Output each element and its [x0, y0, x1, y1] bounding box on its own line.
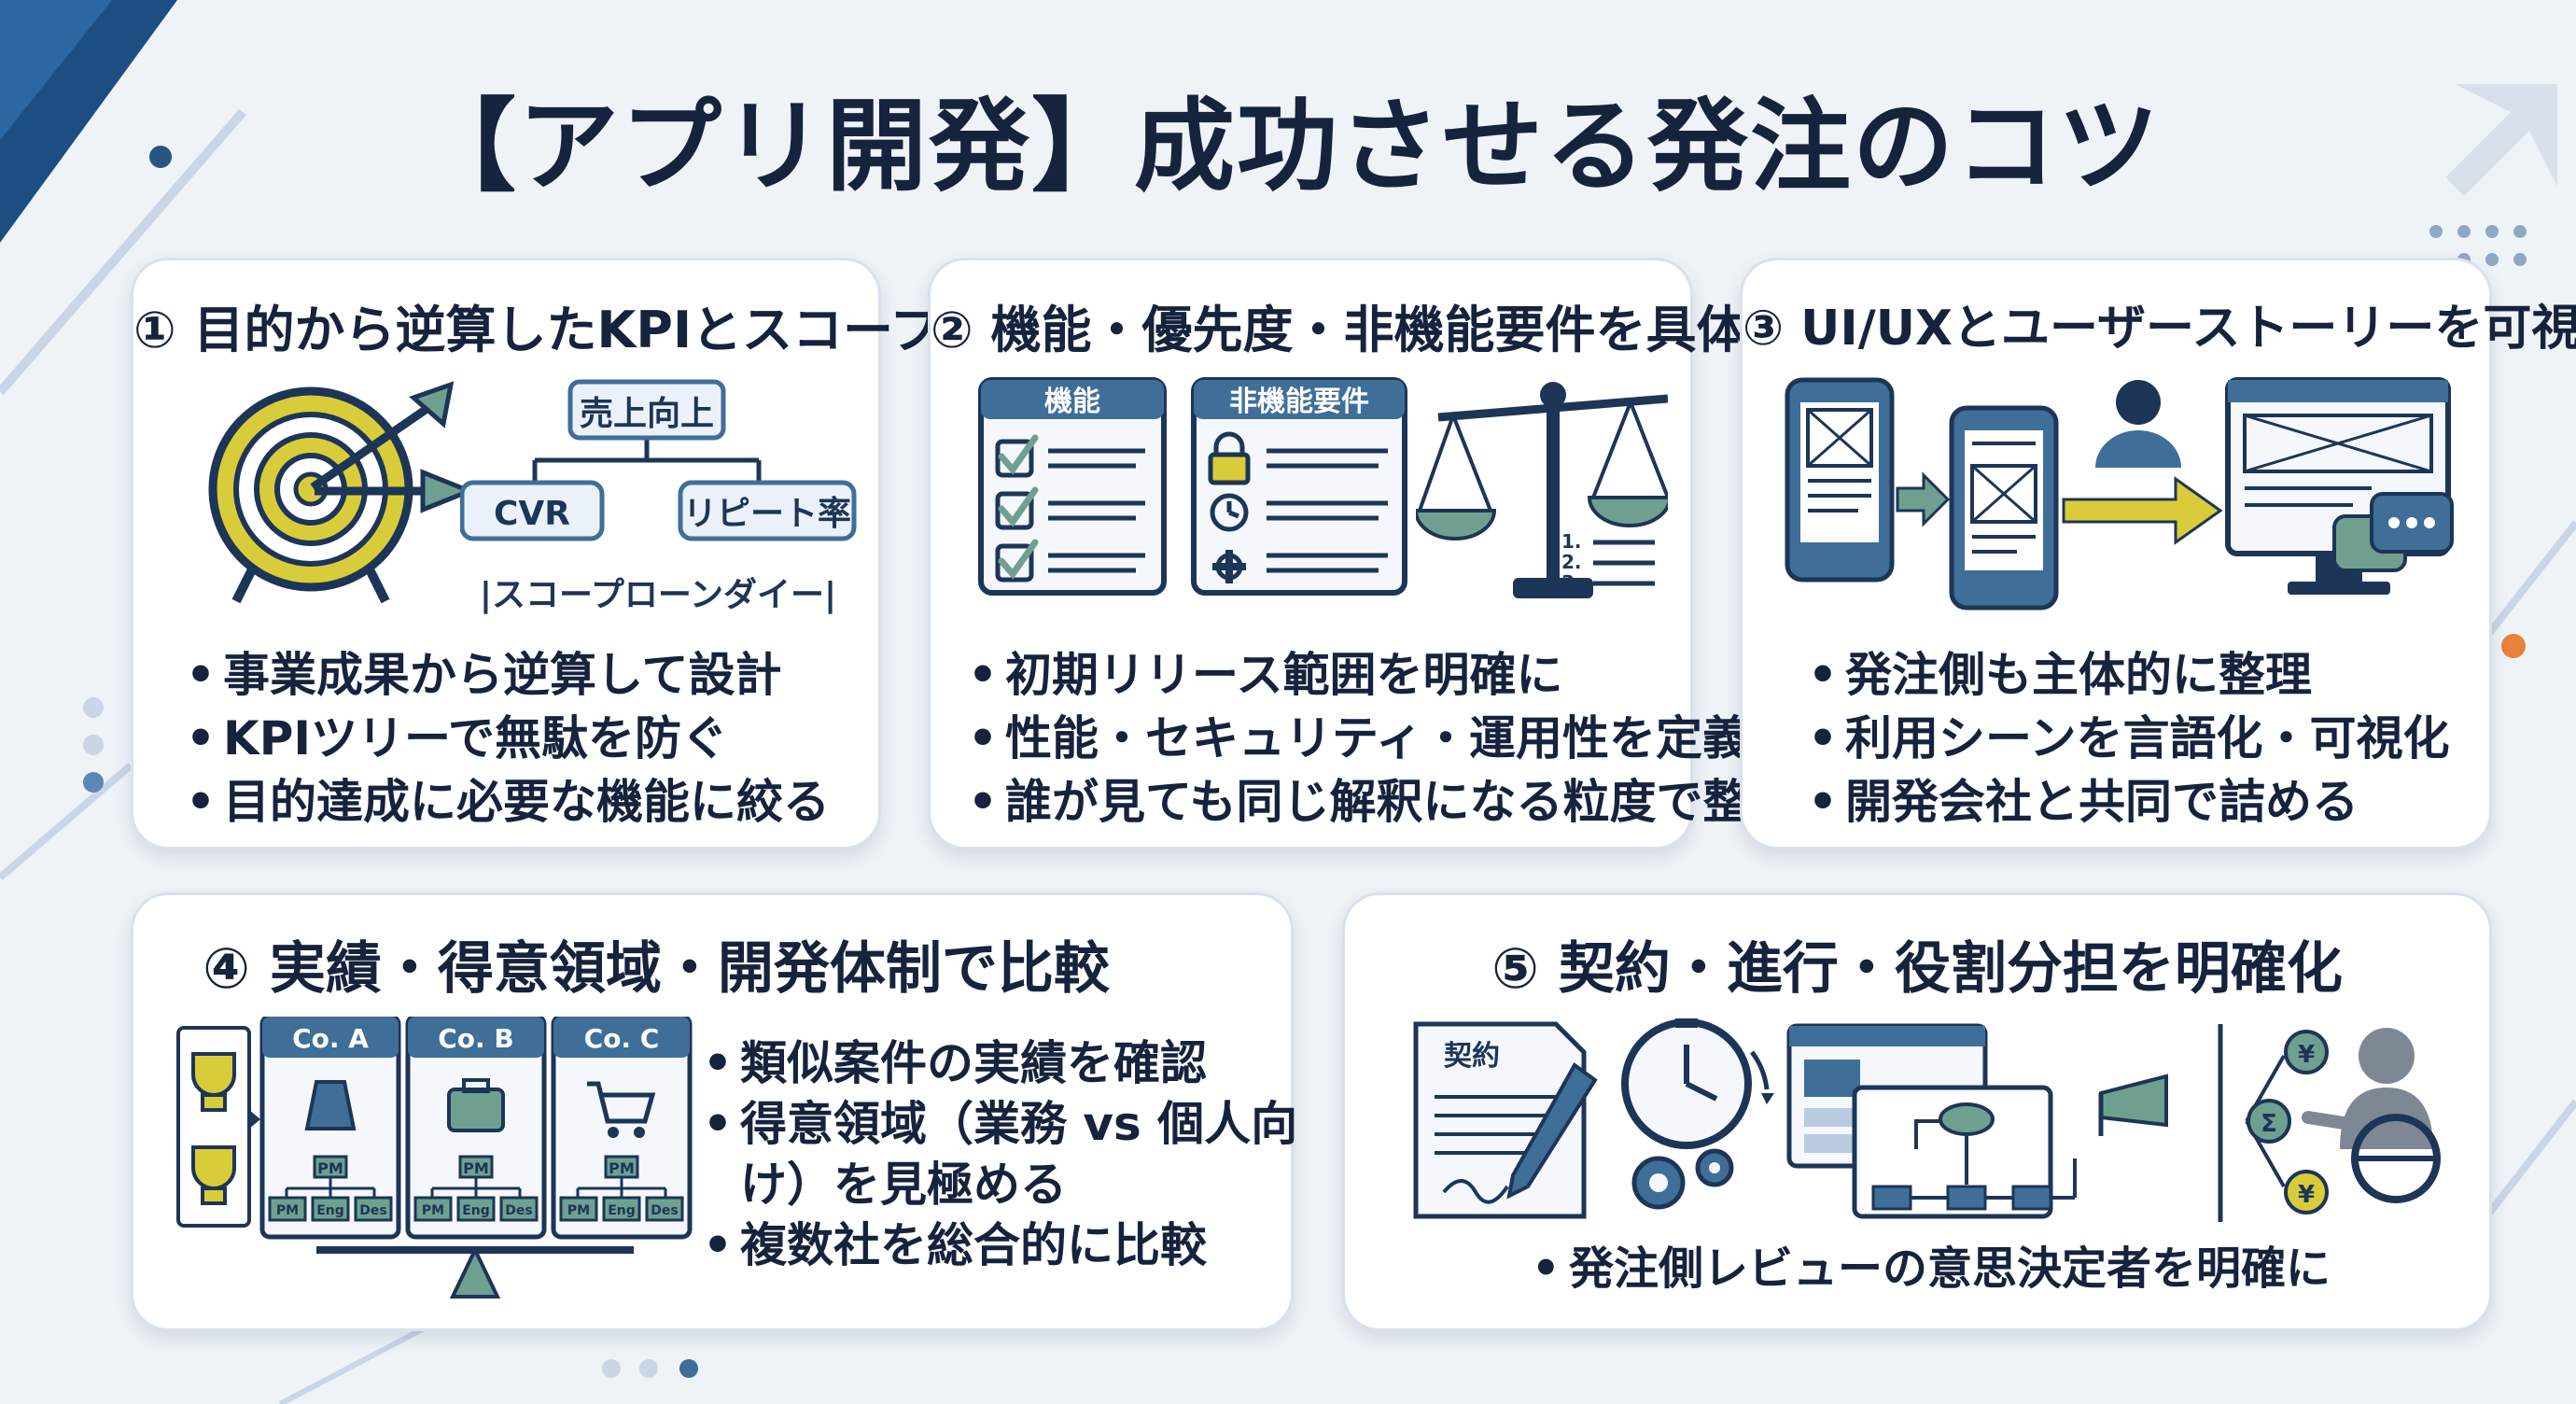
company-column: Co. A PM PM Eng Des	[259, 1017, 401, 1240]
kpi-root-node: 売上向上	[580, 395, 714, 433]
list-item: •利用シーンを言語化・可視化	[1808, 711, 2450, 765]
list-item: •初期リリース範囲を明確に	[968, 648, 1563, 702]
bullet-list: •類似案件の実績を確認 •得意領域（業務 vs 個人向 け）を見極める •複数社…	[703, 1033, 1297, 1276]
role-pm: PM	[609, 1159, 635, 1177]
card-heading: ① 目的から逆算したKPIとスコープ	[133, 301, 941, 359]
sigma-icon: Σ	[2261, 1110, 2277, 1138]
role-eng: Eng	[462, 1203, 490, 1218]
currency-yen-icon: ¥	[2298, 1181, 2315, 1209]
bullet-list: •事業成果から逆算して設計 •KPIツリーで無駄を防ぐ •目的達成に必要な機能に…	[186, 643, 830, 834]
card-heading: ⑤ 契約・進行・役割分担を明確化	[1491, 936, 2343, 1002]
role-pm: PM	[463, 1159, 489, 1177]
company-label-b: Co. B	[438, 1023, 514, 1054]
company-comparison-icon: Co. A PM PM Eng Des Co. B PM PM Eng	[176, 1017, 693, 1299]
company-label-c: Co. C	[584, 1023, 660, 1054]
company-label-a: Co. A	[292, 1023, 369, 1054]
card-requirements: ② 機能・優先度・非機能要件を具体化 機能 非機能要件	[928, 258, 1798, 849]
role-des: Des	[359, 1203, 386, 1218]
role-pm: PM	[317, 1159, 343, 1177]
bullet-list: •発注側レビューの意思決定者を明確に	[1532, 1241, 2331, 1297]
list-item: •類似案件の実績を確認	[703, 1036, 1207, 1090]
list-item: •複数社を総合的に比較	[703, 1218, 1207, 1272]
card-contract-roles: ⑤ 契約・進行・役割分担を明確化 契約 ¥ Σ	[1342, 892, 2492, 1331]
role-pm: PM	[422, 1203, 444, 1218]
wireframe-flow-icon	[1785, 377, 2454, 611]
list-item: •発注側も主体的に整理	[1808, 648, 2312, 702]
role-des: Des	[651, 1203, 678, 1218]
list-item: •開発会社と共同で詰める	[1808, 775, 2359, 829]
role-eng: Eng	[608, 1203, 636, 1218]
list-number-1: 1.	[1561, 530, 1582, 553]
role-eng: Eng	[316, 1203, 344, 1218]
bullet-list: •発注側も主体的に整理 •利用シーンを言語化・可視化 •開発会社と共同で詰める	[1808, 643, 2450, 834]
list-item: •KPIツリーで無駄を防ぐ	[186, 711, 728, 765]
list-number-3: 3.	[1561, 571, 1582, 594]
non-functional-label: 非機能要件	[1229, 386, 1369, 418]
card-heading: ④ 実績・得意領域・開発体制で比較	[203, 936, 1110, 1002]
list-item: •性能・セキュリティ・運用性を定義	[968, 711, 1749, 765]
company-column: Co. C PM PM Eng Des	[551, 1017, 693, 1240]
scope-label: |スコープローンダイー|	[480, 576, 836, 614]
role-pm: PM	[567, 1203, 590, 1218]
page-title: 【アプリ開発】成功させる発注のコツ	[414, 89, 2161, 205]
currency-yen-icon: ¥	[2298, 1041, 2315, 1069]
requirements-checklist-icon: 機能 非機能要件	[978, 377, 1407, 596]
balance-scale-icon: 1. 2. 3.	[1416, 382, 1668, 598]
list-item: •得意領域（業務 vs 個人向	[703, 1097, 1298, 1151]
bullet-list: •初期リリース範囲を明確に •性能・セキュリティ・運用性を定義 •誰が見ても同じ…	[968, 643, 1797, 834]
card-vendor-comparison: ④ 実績・得意領域・開発体制で比較 Co. A PM PM Eng Des	[131, 892, 1297, 1331]
kpi-child-node-cvr: CVR	[494, 495, 570, 533]
list-item: •事業成果から逆算して設計	[186, 648, 782, 702]
list-item: •誰が見ても同じ解釈になる粒度で整理	[968, 775, 1797, 829]
contract-label: 契約	[1444, 1040, 1500, 1073]
card-kpi-scope: ① 目的から逆算したKPIとスコープ 売上向上 CVR リピート率 |スコープロ…	[131, 258, 941, 849]
list-item: •発注側レビューの意思決定者を明確に	[1532, 1243, 2331, 1295]
kpi-tree-diagram: 売上向上 CVR リピート率 |スコープローンダイー|	[460, 379, 857, 614]
company-column: Co. B PM PM Eng Des	[405, 1017, 547, 1240]
role-des: Des	[505, 1203, 532, 1218]
kpi-child-node-repeat-rate: リピート率	[683, 495, 851, 533]
list-number-2: 2.	[1561, 551, 1582, 573]
target-dartboard-icon	[208, 381, 476, 604]
role-pm: PM	[276, 1203, 299, 1218]
contract-workflow-icon: 契約 ¥ Σ ¥	[1413, 1018, 2441, 1222]
list-item: け）を見極める	[740, 1158, 1067, 1212]
functional-label: 機能	[1044, 386, 1100, 418]
card-heading: ③ UI/UXとユーザーストーリーを可視化	[1743, 301, 2576, 357]
card-heading: ② 機能・優先度・非機能要件を具体化	[931, 301, 1798, 359]
list-item: •目的達成に必要な機能に絞る	[186, 775, 830, 829]
card-ui-ux: ③ UI/UXとユーザーストーリーを可視化 •発注側も主体的に整理 •利用シーン…	[1740, 258, 2576, 849]
